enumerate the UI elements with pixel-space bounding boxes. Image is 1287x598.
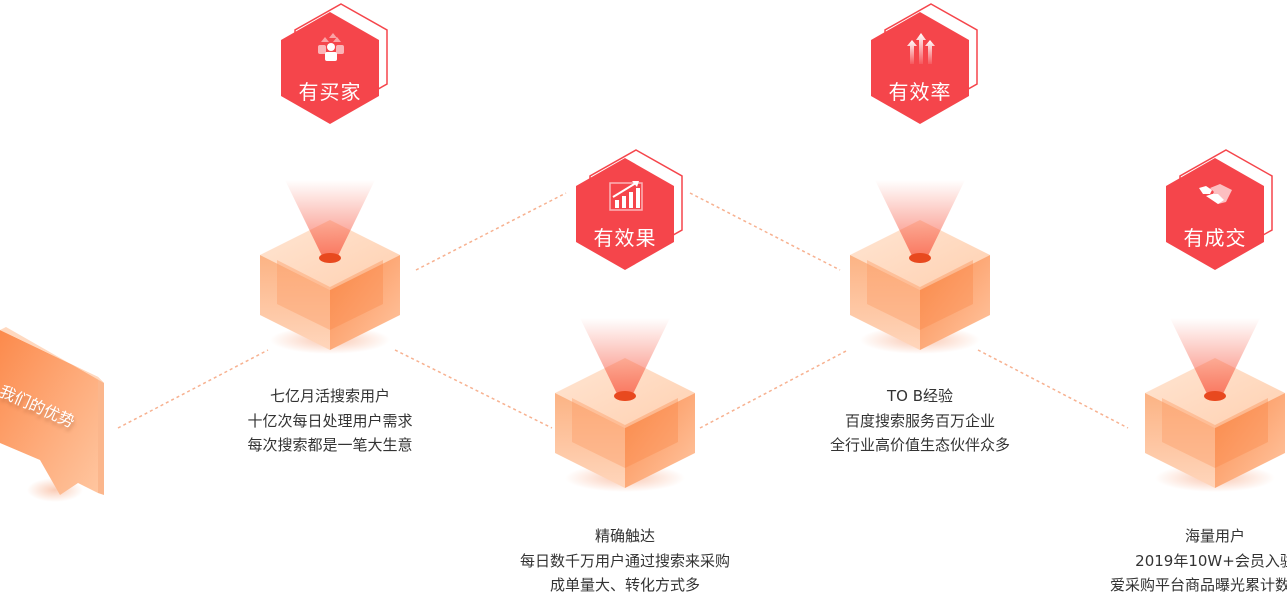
handshake-icon (1198, 178, 1234, 212)
desc-title: 七亿月活搜索用户 (269, 387, 390, 405)
desc-line-1: 每日数千万用户通过搜索来采购 (519, 551, 730, 570)
advantage-badge: 有买家 (275, 2, 395, 128)
growth-chart-icon (608, 178, 644, 212)
badge-label: 有成交 (1183, 226, 1247, 250)
advantage-node-3: 有效率 (800, 0, 1040, 595)
desc-line-2: 成单量大、转化方式多 (549, 576, 700, 594)
desc-title: 海量用户 (1184, 527, 1245, 545)
badge-label: 有买家 (298, 80, 362, 104)
intro-speech-bubble (0, 327, 104, 502)
cube-graphic (555, 318, 695, 492)
desc-line-2: 爱采购平台商品曝光累计数亿次 (1109, 576, 1287, 594)
connector-node-2-to-node-3-low (699, 349, 849, 429)
advantage-node-1: 有买家 (210, 0, 450, 595)
buyers-group-icon (313, 32, 349, 66)
advantage-badge: 有成交 (1160, 148, 1280, 274)
advantage-description: TO B经验 百度搜索服务百万企业 全行业高价值生态伙伴众多 (790, 384, 1050, 458)
desc-line-1: 百度搜索服务百万企业 (844, 411, 995, 430)
connector-node-1-to-node-2-low (394, 349, 553, 429)
advantage-description: 七亿月活搜索用户 十亿次每日处理用户需求 每次搜索都是一笔大生意 (200, 384, 460, 458)
desc-line-1: 十亿次每日处理用户需求 (247, 411, 413, 430)
up-arrows-icon (903, 32, 939, 66)
desc-line-1: 2019年10W+会员入驻 (1135, 551, 1287, 570)
badge-label: 有效率 (888, 80, 952, 104)
advantage-node-4: 有成交 (1095, 0, 1287, 595)
desc-line-2: 全行业高价值生态伙伴众多 (829, 436, 1010, 454)
connector-node-1-to-node-2 (415, 192, 567, 271)
cube-graphic (1145, 318, 1285, 492)
desc-title: TO B经验 (886, 387, 954, 405)
advantage-badge: 有效果 (570, 148, 690, 274)
advantage-node-2: 有效果 (505, 0, 745, 595)
advantage-description: 精确触达 每日数千万用户通过搜索来采购 成单量大、转化方式多 (495, 524, 755, 598)
desc-title: 精确触达 (594, 527, 655, 545)
cube-graphic (260, 180, 400, 354)
connector-node-2-to-node-3 (689, 192, 841, 271)
badge-label: 有效果 (593, 226, 657, 250)
advantage-badge: 有效率 (865, 2, 985, 128)
cube-graphic (850, 180, 990, 354)
desc-line-2: 每次搜索都是一笔大生意 (247, 436, 413, 454)
connector-node-3-to-node-4 (977, 349, 1129, 429)
connector-bubble-to-node-1 (117, 349, 269, 429)
advantage-description: 海量用户 2019年10W+会员入驻 爱采购平台商品曝光累计数亿次 (1085, 524, 1287, 598)
